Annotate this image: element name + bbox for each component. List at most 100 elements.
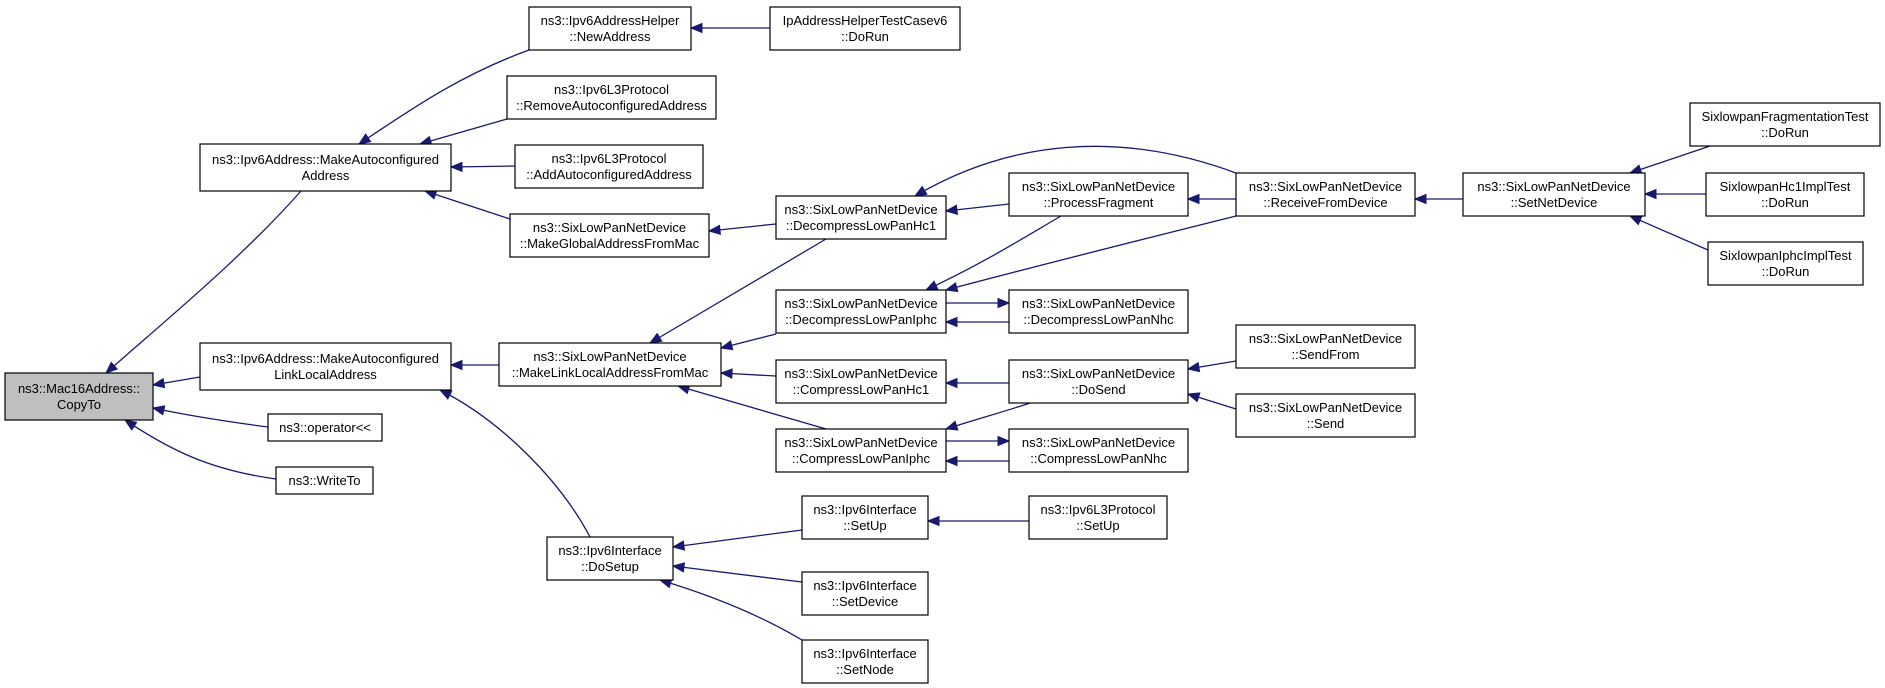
edge-line bbox=[945, 215, 1237, 291]
node-l3-add-autoconf[interactable]: ns3::Ipv6L3Protocol::AddAutoconfiguredAd… bbox=[514, 144, 704, 189]
node-label-line: ::Send bbox=[1307, 416, 1345, 431]
arrowhead-icon bbox=[719, 368, 733, 379]
node-operator-ll[interactable]: ns3::operator<< bbox=[267, 413, 383, 442]
edge-slp-decomp-nhc-to-slp-decomp-iphc bbox=[944, 316, 1009, 328]
node-ipv6if-dosetup[interactable]: ns3::Ipv6Interface::DoSetup bbox=[546, 536, 674, 581]
edge-line bbox=[914, 145, 1237, 197]
edge-ipv6if-setdevice-to-ipv6if-dosetup bbox=[671, 562, 803, 583]
node-label-line: ::MakeGlobalAddressFromMac bbox=[520, 236, 700, 251]
node-label-line: ns3::Ipv6Address::MakeAutoconfigured bbox=[212, 152, 439, 167]
node-addrhelper-newaddr[interactable]: ns3::Ipv6AddressHelper::NewAddress bbox=[528, 6, 692, 51]
node-label-line: ns3::Ipv6L3Protocol bbox=[1041, 502, 1156, 517]
edges-layer bbox=[105, 22, 1711, 641]
node-test-hc1-dorun[interactable]: SixlowpanHc1ImplTest::DoRun bbox=[1705, 172, 1865, 217]
node-ipv6addr-autoconf-ll[interactable]: ns3::Ipv6Address::MakeAutoconfiguredLink… bbox=[199, 342, 452, 391]
node-box bbox=[1028, 495, 1168, 540]
node-slp-processfrag[interactable]: ns3::SixLowPanNetDevice::ProcessFragment bbox=[1008, 172, 1189, 217]
arrowhead-icon bbox=[944, 420, 959, 431]
node-slp-comp-nhc[interactable]: ns3::SixLowPanNetDevice::CompressLowPanN… bbox=[1008, 428, 1189, 473]
node-ipaddrhelpertest-dorun[interactable]: IpAddressHelperTestCasev6::DoRun bbox=[769, 6, 961, 51]
node-label-line: ns3::Ipv6Interface bbox=[813, 646, 916, 661]
node-label-line: SixlowpanFragmentationTest bbox=[1702, 109, 1869, 124]
edge-line bbox=[124, 419, 277, 480]
edge-slp-receivefromdevice-to-slp-processfrag bbox=[1186, 193, 1236, 205]
edge-test-hc1-dorun-to-slp-setnetdevice bbox=[1643, 188, 1706, 200]
arrowhead-icon bbox=[924, 280, 939, 291]
node-label-line: ::CompressLowPanHc1 bbox=[793, 382, 930, 397]
node-slp-decomp-hc1[interactable]: ns3::SixLowPanNetDevice::DecompressLowPa… bbox=[775, 195, 947, 240]
node-label-line: ::ProcessFragment bbox=[1044, 195, 1154, 210]
node-ipv6addr-autoconf[interactable]: ns3::Ipv6Address::MakeAutoconfiguredAddr… bbox=[199, 143, 452, 192]
arrowhead-icon bbox=[1413, 193, 1427, 205]
node-l3-setup[interactable]: ns3::Ipv6L3Protocol::SetUp bbox=[1028, 495, 1168, 540]
edge-slp-sendfrom-to-slp-dosend bbox=[1186, 360, 1237, 373]
node-label-line: ns3::SixLowPanNetDevice bbox=[1249, 400, 1402, 415]
node-box bbox=[801, 571, 929, 616]
arrowhead-icon bbox=[944, 377, 958, 389]
node-ipv6if-setnode[interactable]: ns3::Ipv6Interface::SetNode bbox=[801, 639, 929, 684]
arrowhead-icon bbox=[1643, 188, 1657, 200]
edge-slp-dosend-to-slp-comp-hc1 bbox=[944, 377, 1009, 389]
edge-test-iphc-dorun-to-slp-setnetdevice bbox=[1628, 215, 1709, 251]
node-test-frag-dorun[interactable]: SixlowpanFragmentationTest::DoRun bbox=[1689, 102, 1881, 147]
node-box bbox=[775, 289, 947, 334]
node-box bbox=[1705, 172, 1865, 217]
arrowhead-icon bbox=[151, 377, 166, 389]
node-label-line: ::CompressLowPanNhc bbox=[1030, 451, 1167, 466]
node-slp-decomp-nhc[interactable]: ns3::SixLowPanNetDevice::DecompressLowPa… bbox=[1008, 289, 1189, 334]
node-slp-makelinklocal[interactable]: ns3::SixLowPanNetDevice::MakeLinkLocalAd… bbox=[498, 342, 722, 387]
arrowhead-icon bbox=[449, 359, 463, 371]
node-label-line: ::DoRun bbox=[1762, 264, 1810, 279]
arrowhead-icon bbox=[123, 419, 138, 431]
node-slp-receivefromdevice[interactable]: ns3::SixLowPanNetDevice::ReceiveFromDevi… bbox=[1235, 172, 1416, 217]
edge-line bbox=[659, 579, 803, 641]
edge-addrhelper-newaddr-to-ipv6addr-autoconf bbox=[357, 49, 530, 145]
node-box bbox=[498, 342, 722, 387]
node-label-line: ::DoRun bbox=[1761, 195, 1809, 210]
node-slp-comp-iphc[interactable]: ns3::SixLowPanNetDevice::CompressLowPanI… bbox=[775, 428, 947, 473]
node-label-line: ns3::SixLowPanNetDevice bbox=[1249, 331, 1402, 346]
node-label-line: ::SetUp bbox=[1076, 518, 1119, 533]
arrowhead-icon bbox=[707, 224, 721, 236]
node-slp-decomp-iphc[interactable]: ns3::SixLowPanNetDevice::DecompressLowPa… bbox=[775, 289, 947, 334]
node-label-line: ns3::Ipv6Interface bbox=[813, 502, 916, 517]
node-box bbox=[199, 143, 452, 192]
edge-line bbox=[672, 529, 803, 548]
node-box bbox=[775, 195, 947, 240]
node-box bbox=[275, 466, 374, 495]
node-writeto[interactable]: ns3::WriteTo bbox=[275, 466, 374, 495]
node-slp-send[interactable]: ns3::SixLowPanNetDevice::Send bbox=[1235, 393, 1416, 438]
node-slp-dosend[interactable]: ns3::SixLowPanNetDevice::DoSend bbox=[1008, 359, 1189, 404]
node-ipv6if-setdevice[interactable]: ns3::Ipv6Interface::SetDevice bbox=[801, 571, 929, 616]
node-slp-sendfrom[interactable]: ns3::SixLowPanNetDevice::SendFrom bbox=[1235, 324, 1416, 369]
node-test-iphc-dorun[interactable]: SixlowpanIphcImplTest::DoRun bbox=[1707, 241, 1864, 286]
arrowhead-icon bbox=[926, 515, 940, 527]
node-ipv6if-setup[interactable]: ns3::Ipv6Interface::SetUp bbox=[801, 495, 929, 540]
node-l3-remove-autoconf[interactable]: ns3::Ipv6L3Protocol::RemoveAutoconfigure… bbox=[506, 75, 717, 120]
node-box bbox=[546, 536, 674, 581]
node-label-line: ns3::SixLowPanNetDevice bbox=[533, 349, 686, 364]
edge-test-frag-dorun-to-slp-setnetdevice bbox=[1628, 145, 1711, 175]
node-slp-comp-hc1[interactable]: ns3::SixLowPanNetDevice::CompressLowPanH… bbox=[775, 359, 947, 404]
edge-slp-decomp-iphc-to-slp-makelinklocal bbox=[719, 333, 777, 351]
node-label-line: ns3::SixLowPanNetDevice bbox=[1022, 179, 1175, 194]
edge-line bbox=[1629, 145, 1711, 174]
node-slp-setnetdevice[interactable]: ns3::SixLowPanNetDevice::SetNetDevice bbox=[1462, 172, 1646, 217]
node-label-line: ns3::SixLowPanNetDevice bbox=[1022, 296, 1175, 311]
arrowhead-icon bbox=[997, 297, 1011, 309]
node-label-line: ::SetUp bbox=[843, 518, 886, 533]
node-box bbox=[1235, 393, 1416, 438]
edge-operator-ll-to-mac16-copyto bbox=[151, 405, 269, 428]
edge-slp-send-to-slp-dosend bbox=[1186, 392, 1237, 410]
node-box bbox=[528, 6, 692, 51]
arrowhead-icon bbox=[913, 185, 928, 197]
arrowhead-icon bbox=[105, 361, 119, 374]
edge-ipaddrhelpertest-dorun-to-addrhelper-newaddr bbox=[689, 22, 770, 34]
edge-ipv6if-setnode-to-ipv6if-dosetup bbox=[658, 578, 803, 641]
node-mac16-copyto[interactable]: ns3::Mac16Address::CopyTo bbox=[4, 372, 154, 421]
edge-slp-decomp-iphc-to-slp-decomp-nhc bbox=[946, 297, 1011, 309]
node-box bbox=[267, 413, 383, 442]
arrowhead-icon bbox=[944, 455, 958, 467]
node-slp-makeglobal[interactable]: ns3::SixLowPanNetDevice::MakeGlobalAddre… bbox=[509, 213, 710, 258]
